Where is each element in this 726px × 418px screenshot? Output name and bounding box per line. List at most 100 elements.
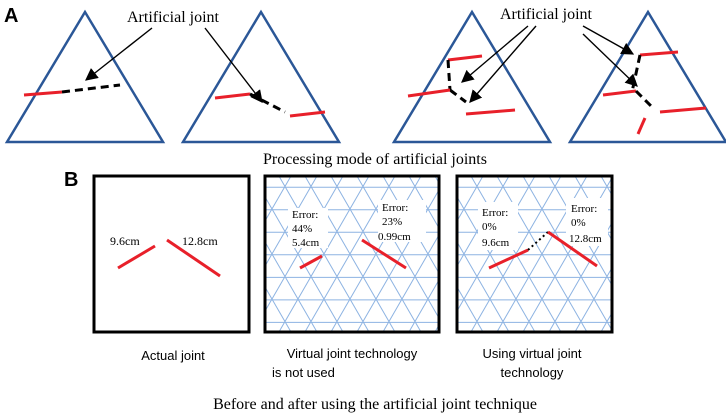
triangle-1 (4, 9, 166, 144)
box-2-grid-line (487, 176, 577, 332)
box-3-grid-line (522, 176, 612, 332)
box-3-grid-line (653, 176, 726, 332)
box-3-grid-line (627, 176, 717, 332)
box-3-grid-line (679, 176, 726, 332)
triangle-2 (180, 9, 342, 144)
triangle-3-joint-right (465, 108, 516, 116)
box-2-left-error-value: 44% (292, 223, 312, 235)
box-2-left-length: 5.4cm (292, 237, 320, 249)
triangle-4 (567, 9, 726, 144)
box-1-length-right: 12.8cm (182, 234, 218, 248)
callout-artificial-joint-right: Artificial joint (500, 6, 593, 23)
triangle-4-artificial-joint-2 (634, 89, 655, 110)
triangle-3-joint-left (407, 88, 451, 98)
box-2-grid-line (304, 176, 396, 332)
box-3-grid-line (457, 176, 458, 177)
box-1-joint-left (117, 244, 156, 270)
triangle-3-artificial-joint-1 (446, 59, 452, 91)
box-2-grid-line (265, 240, 318, 332)
triangle-4-joint-right (659, 106, 707, 114)
box-2-grid-line (434, 176, 439, 185)
triangle-4-joint-top (639, 50, 679, 57)
triangle-1-artificial-joint (61, 83, 121, 94)
triangle-4-outline (567, 9, 726, 144)
box-3-grid-line (705, 176, 726, 332)
box-3-grid-line (705, 176, 726, 332)
callout-right-arrow-4 (582, 33, 638, 87)
box-3-joint-left (488, 248, 529, 270)
box-3-grid-line (574, 266, 612, 332)
box-3-frame (455, 174, 614, 334)
box-3-grid-line (600, 176, 612, 197)
box-2-left-error-label: Error: (292, 209, 318, 221)
box-3-grid-line (627, 176, 717, 332)
panel-b-letter: B (64, 169, 78, 191)
box-2-right-label-bg (378, 200, 426, 242)
triangle-4-artificial-joint-1 (630, 54, 642, 93)
box-1-length-left: 9.6cm (110, 234, 140, 248)
panel-a-caption: Processing mode of artificial joints (263, 151, 487, 168)
box-1-caption-line-1: Actual joint (141, 348, 205, 363)
box-2-grid-line (278, 176, 370, 332)
box-3-grid-line (457, 176, 484, 223)
box-3-grid-line (679, 176, 726, 332)
box-3-grid-line (457, 195, 536, 332)
box-3-grid-line (457, 285, 484, 332)
panel-b-caption: Before and after using the artificial jo… (213, 396, 537, 413)
box-3-left-error-value: 0% (482, 221, 497, 233)
box-3-right-error-value: 0% (571, 217, 586, 229)
box-actual-joint: 9.6cm 12.8cm Actual joint (92, 174, 251, 363)
box-3-triangular-grid (457, 176, 726, 332)
box-3-grid-line (457, 331, 458, 332)
triangle-3-joint-top (447, 54, 483, 62)
box-1-frame (92, 174, 251, 334)
box-2-left-label-bg (288, 208, 328, 248)
callout-right-arrow-3 (582, 25, 635, 55)
triangle-3 (391, 9, 553, 144)
box-virtual-not-used: Error: 44% 5.4cm Error: 23% 0.99cm Virtu… (263, 174, 577, 380)
box-2-joint-right (361, 238, 407, 270)
box-1-joint-right (166, 238, 221, 278)
callout-right-arrow-2 (469, 25, 537, 103)
callout-left-arrow-2 (204, 27, 263, 103)
box-2-grid-line (461, 176, 551, 332)
box-3-caption-line-1: Using virtual joint (483, 346, 582, 361)
box-2-caption-line-2: is not used (272, 365, 335, 380)
box-2-grid-line (265, 176, 292, 223)
box-2-joint-left (299, 254, 323, 270)
triangle-4-joint-bottom (636, 117, 647, 135)
box-2-grid-line (461, 176, 551, 332)
box-3-caption-line-2: technology (501, 365, 564, 380)
callout-left-arrow-1 (85, 27, 153, 81)
box-3-right-label-bg (566, 198, 608, 246)
box-2-grid-line (330, 176, 422, 332)
triangle-2-joint-left (214, 92, 251, 100)
triangle-1-joint-left (23, 90, 63, 97)
box-2-grid-line (487, 176, 577, 332)
box-2-caption-line-1: Virtual joint technology (287, 346, 418, 361)
triangle-3-artificial-joint-2 (449, 88, 467, 104)
callout-artificial-joint-left: Artificial joint (127, 9, 220, 26)
box-3-right-error-label: Error: (571, 203, 597, 215)
box-2-grid-line (356, 176, 439, 320)
box-3-right-length: 12.8cm (569, 233, 602, 245)
box-2-frame (263, 174, 441, 334)
box-3-joint-right (547, 230, 598, 268)
box-2-right-error-value: 23% (382, 216, 402, 228)
box-3-left-label-bg (478, 202, 518, 250)
box-2-grid-line (265, 285, 292, 332)
triangle-2-joint-right (289, 110, 326, 118)
triangle-2-outline (180, 9, 342, 144)
panel-a-letter: A (4, 5, 18, 27)
triangle-2-artificial-joint (249, 92, 286, 114)
box-virtual-used: Error: 0% 9.6cm Error: 0% 12.8cm Using v… (455, 174, 726, 380)
triangle-1-outline (4, 9, 166, 144)
box-3-grid-line (600, 311, 612, 332)
box-3-left-length: 9.6cm (482, 237, 510, 249)
box-3-grid-line (653, 176, 726, 332)
triangle-3-outline (391, 9, 553, 144)
box-2-right-error-label: Error: (382, 202, 408, 214)
box-3-grid-line (457, 240, 510, 332)
box-2-right-length: 0.99cm (378, 231, 411, 243)
